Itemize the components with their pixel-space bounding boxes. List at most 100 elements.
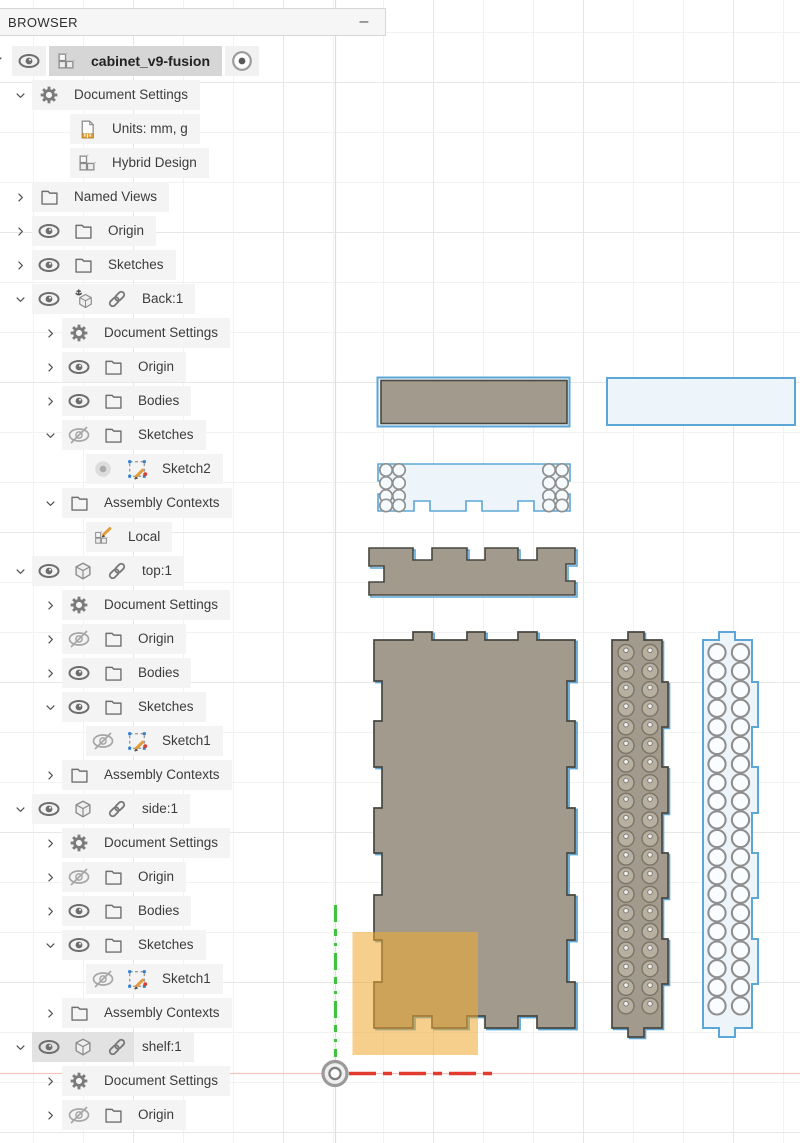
chevron-right-icon[interactable]	[38, 386, 62, 416]
tree-item-label[interactable]: Assembly Contexts	[104, 767, 220, 782]
tree-item-label[interactable]: Assembly Contexts	[104, 495, 220, 510]
visibility-eye-icon[interactable]	[62, 624, 96, 654]
tree-row-assembly-contexts[interactable]: Assembly Contexts	[38, 758, 232, 792]
tree-row-origin[interactable]: Origin	[38, 350, 187, 384]
visibility-eye-icon[interactable]	[32, 1032, 66, 1062]
chevron-right-icon[interactable]	[38, 1066, 62, 1096]
tree-item-label[interactable]: Sketches	[108, 257, 164, 272]
gear-icon[interactable]	[62, 1066, 96, 1096]
tree-item-label[interactable]: Document Settings	[74, 87, 189, 102]
chevron-right-icon[interactable]	[38, 760, 62, 790]
visibility-eye-icon[interactable]	[12, 46, 46, 76]
tree-row-top-1[interactable]: top:1	[8, 554, 185, 588]
visibility-eye-icon[interactable]	[62, 420, 96, 450]
chevron-right-icon[interactable]	[38, 318, 62, 348]
units-icon[interactable]	[70, 114, 104, 144]
tree-row-bodies[interactable]: Bodies	[38, 894, 192, 928]
tree-row-sketch1[interactable]: Sketch1	[86, 962, 223, 996]
tree-item-label[interactable]: Document Settings	[104, 1073, 219, 1088]
cube-icon[interactable]	[66, 556, 100, 586]
folder-icon[interactable]	[96, 896, 130, 926]
folder-icon[interactable]	[96, 658, 130, 688]
tree-row-sketch2[interactable]: Sketch2	[86, 452, 223, 486]
chevron-down-icon[interactable]	[8, 80, 32, 110]
gear-icon[interactable]	[62, 318, 96, 348]
chevron-down-icon[interactable]	[8, 284, 32, 314]
tree-item-label[interactable]: Assembly Contexts	[104, 1005, 220, 1020]
chevron-right-icon[interactable]	[38, 352, 62, 382]
chevron-right-icon[interactable]	[8, 216, 32, 246]
visibility-eye-icon[interactable]	[62, 1100, 96, 1130]
tree-item-label[interactable]: Sketches	[138, 699, 194, 714]
chevron-right-icon[interactable]	[38, 828, 62, 858]
folder-icon[interactable]	[96, 1100, 130, 1130]
chevron-right-icon[interactable]	[8, 182, 32, 212]
tree-row-shelf-1[interactable]: shelf:1	[8, 1030, 194, 1064]
chevron-down-icon[interactable]	[8, 556, 32, 586]
tree-row-sketches[interactable]: Sketches	[38, 690, 206, 724]
chevron-down-icon[interactable]	[8, 794, 32, 824]
sketch-icon[interactable]	[120, 964, 154, 994]
folder-icon[interactable]	[96, 930, 130, 960]
tree-row-back-1[interactable]: Back:1	[8, 282, 196, 316]
tree-item-label[interactable]: Sketch2	[162, 461, 211, 476]
tree-row-bodies[interactable]: Bodies	[38, 384, 192, 418]
tree-item-label[interactable]: Document Settings	[104, 597, 219, 612]
tree-item-label[interactable]: Hybrid Design	[112, 155, 197, 170]
tree-item-label[interactable]: Document Settings	[104, 325, 219, 340]
folder-icon[interactable]	[62, 998, 96, 1028]
tree-row-units-mm-g[interactable]: Units: mm, g	[70, 112, 200, 146]
tree-item-label[interactable]: Origin	[138, 1107, 175, 1122]
tree-row-document-settings[interactable]: Document Settings	[38, 316, 231, 350]
cube-grounded-icon[interactable]	[66, 284, 100, 314]
visibility-eye-icon[interactable]	[86, 454, 120, 484]
component-icon[interactable]	[49, 46, 83, 76]
root-chevron-clipped[interactable]	[0, 52, 7, 70]
chevron-down-icon[interactable]	[8, 1032, 32, 1062]
tree-item-label[interactable]: Origin	[138, 359, 175, 374]
tree-item-label[interactable]: Local	[128, 529, 161, 544]
tree-row-origin[interactable]: Origin	[38, 622, 187, 656]
tree-row-side-1[interactable]: side:1	[8, 792, 191, 826]
tree-item-label[interactable]: Bodies	[138, 903, 180, 918]
tree-item-label[interactable]: Sketch1	[162, 971, 211, 986]
tree-item-label[interactable]: Sketch1	[162, 733, 211, 748]
tree-item-label[interactable]: side:1	[142, 801, 179, 816]
visibility-eye-icon[interactable]	[62, 862, 96, 892]
chevron-right-icon[interactable]	[38, 998, 62, 1028]
folder-icon[interactable]	[96, 352, 130, 382]
tree-row-document-settings[interactable]: Document Settings	[38, 826, 231, 860]
visibility-eye-icon[interactable]	[62, 692, 96, 722]
tree-row-origin[interactable]: Origin	[8, 214, 157, 248]
tree-row-sketches[interactable]: Sketches	[38, 928, 206, 962]
chevron-right-icon[interactable]	[38, 590, 62, 620]
cube-icon[interactable]	[66, 794, 100, 824]
sketch-icon[interactable]	[120, 454, 154, 484]
chevron-down-icon[interactable]	[38, 420, 62, 450]
sketch-icon[interactable]	[120, 726, 154, 756]
activate-component-radio[interactable]	[225, 46, 259, 76]
tree-row-assembly-contexts[interactable]: Assembly Contexts	[38, 996, 232, 1030]
folder-icon[interactable]	[62, 488, 96, 518]
folder-icon[interactable]	[66, 250, 100, 280]
tree-item-label[interactable]: Back:1	[142, 291, 184, 306]
tree-item-label[interactable]: Sketches	[138, 937, 194, 952]
tree-item-label[interactable]: Origin	[138, 869, 175, 884]
folder-icon[interactable]	[96, 624, 130, 654]
link-icon[interactable]	[100, 794, 134, 824]
link-icon[interactable]	[100, 1032, 134, 1062]
tree-row-document-settings[interactable]: Document Settings	[38, 1064, 231, 1098]
gear-icon[interactable]	[62, 828, 96, 858]
browser-minimize-button[interactable]: –	[353, 11, 375, 33]
folder-icon[interactable]	[96, 420, 130, 450]
tree-row-bodies[interactable]: Bodies	[38, 656, 192, 690]
tree-row-local[interactable]: Local	[86, 520, 173, 554]
chevron-down-icon[interactable]	[38, 930, 62, 960]
gear-icon[interactable]	[62, 590, 96, 620]
folder-icon[interactable]	[32, 182, 66, 212]
tree-item-label[interactable]: Named Views	[74, 189, 158, 204]
folder-icon[interactable]	[96, 692, 130, 722]
tree-row-sketches[interactable]: Sketches	[38, 418, 206, 452]
chevron-down-icon[interactable]	[38, 488, 62, 518]
tree-row-sketches[interactable]: Sketches	[8, 248, 176, 282]
